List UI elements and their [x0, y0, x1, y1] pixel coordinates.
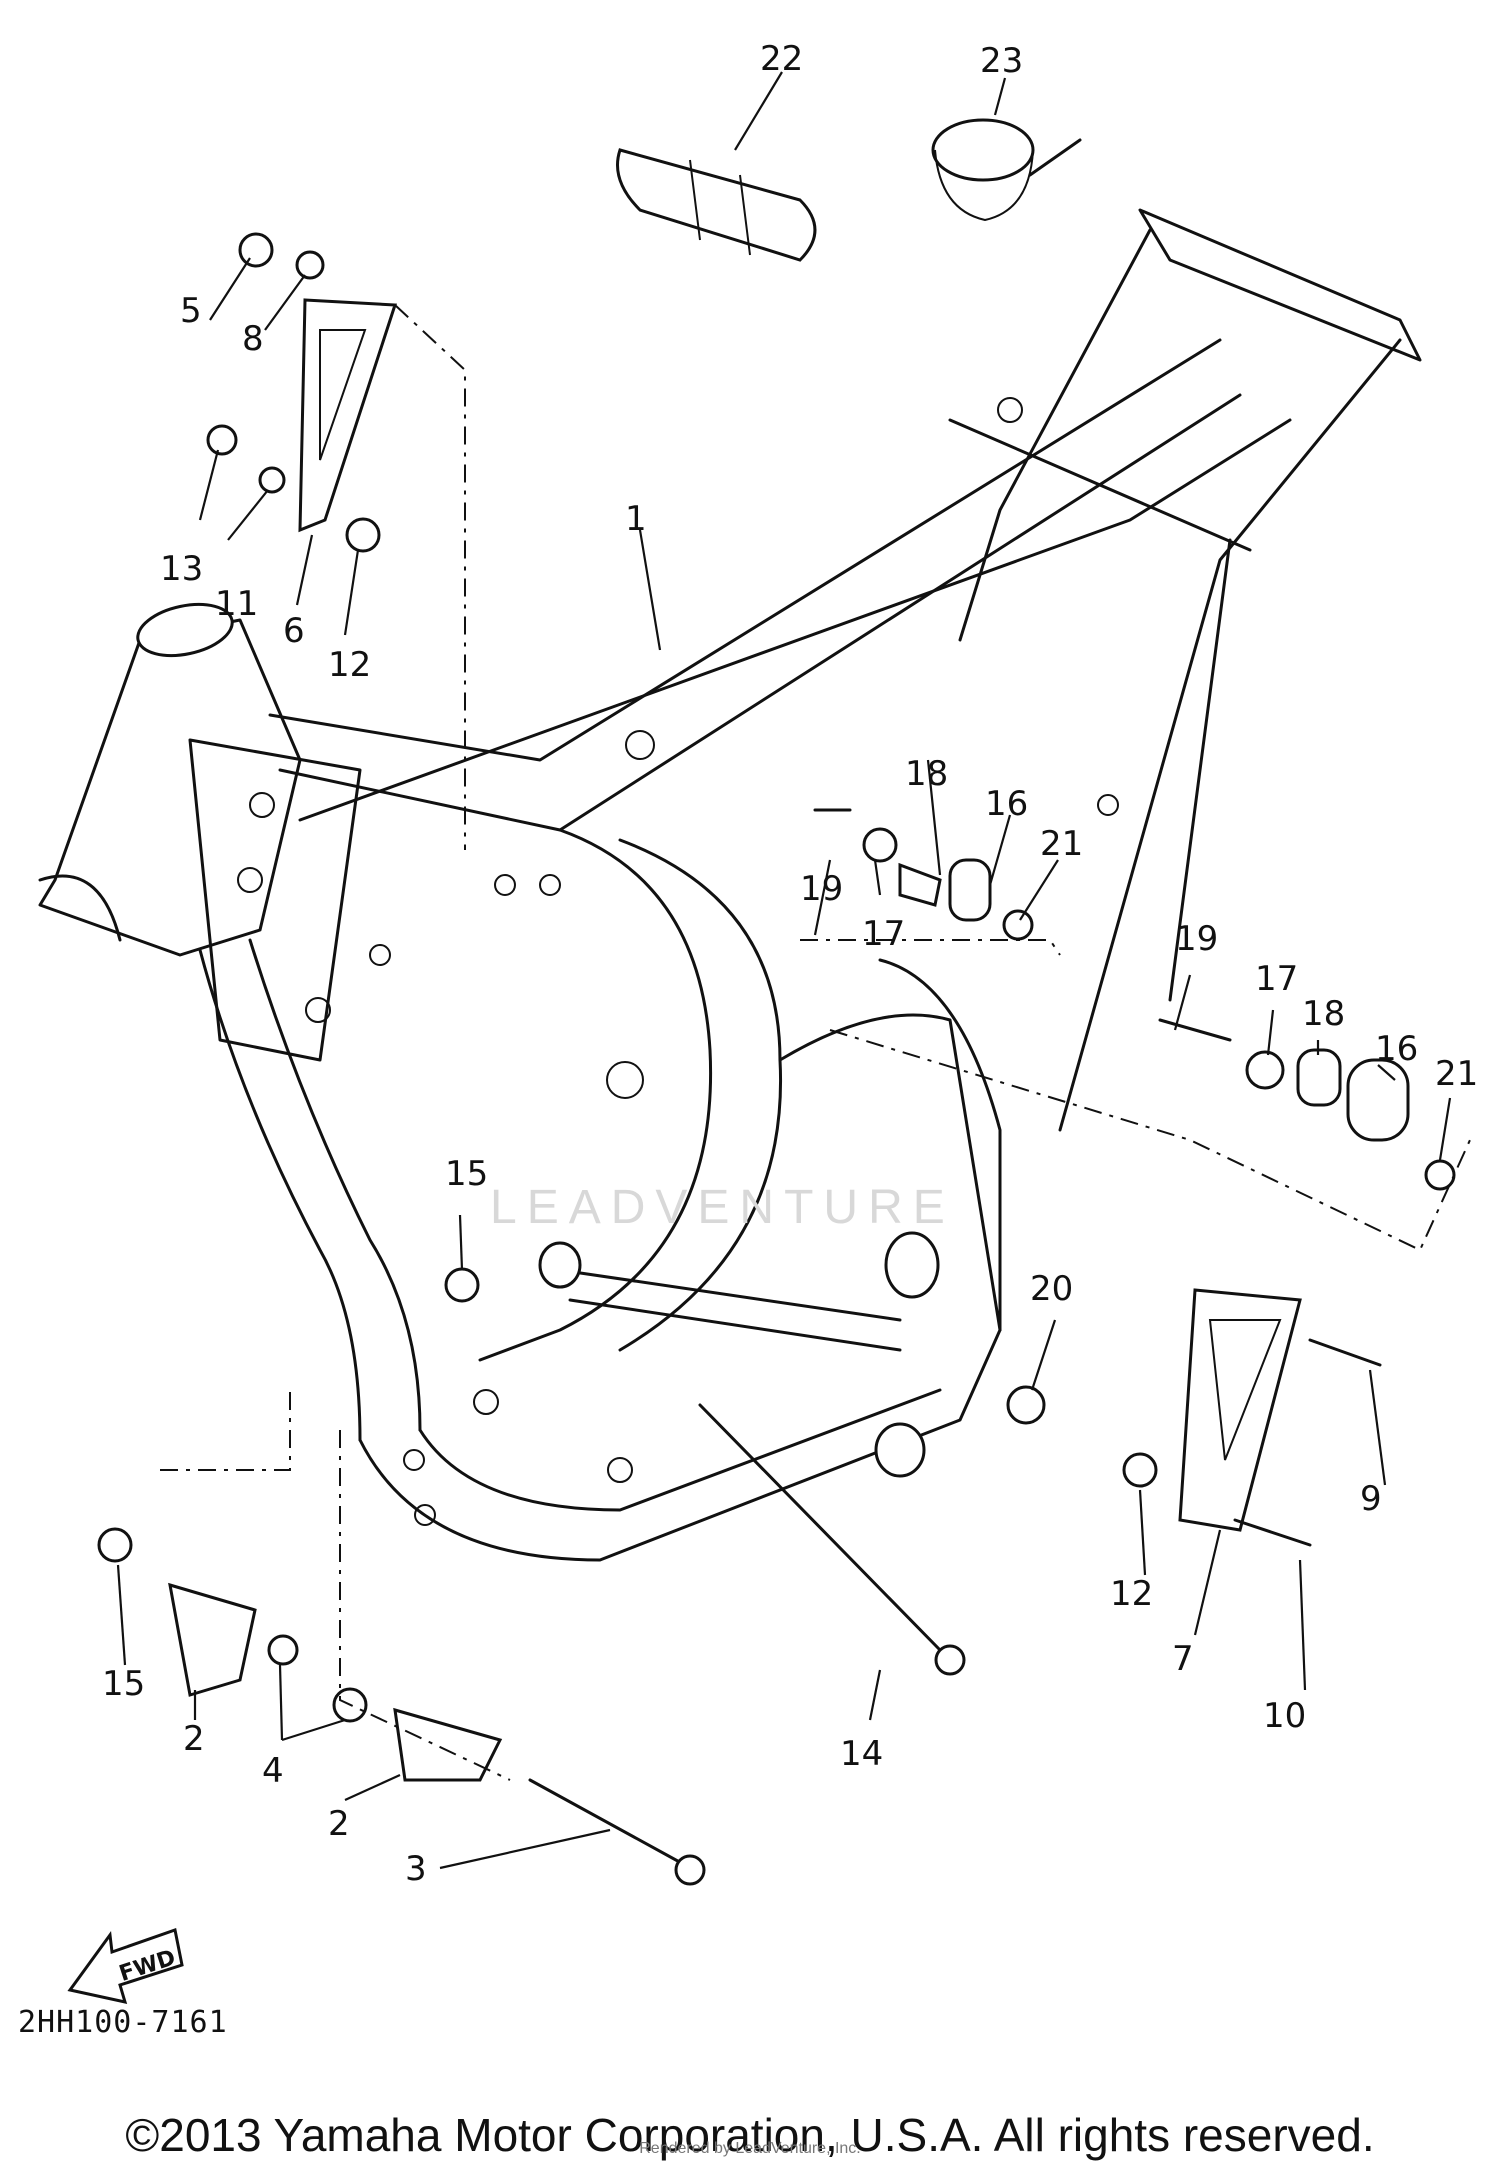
callout-16-lower: 16	[1375, 1029, 1418, 1069]
callout-1: 1	[625, 499, 647, 539]
callout-7: 9	[1360, 1479, 1382, 1519]
drawing-code: 2HH100-7161	[18, 2005, 228, 2040]
render-credit: Rendered by LeadVenture, Inc.	[639, 2140, 861, 2157]
callout-12-upper: 12	[328, 645, 371, 685]
callout-18-upper: 18	[905, 754, 948, 794]
callout-11: 11	[215, 584, 258, 624]
callout-3: 4	[262, 1751, 284, 1791]
callout-21-upper: 21	[1040, 824, 1083, 864]
part-23-speedometer-drive	[931, 118, 1082, 222]
callout-5: 7	[1172, 1639, 1194, 1679]
callout-9: 5	[180, 291, 202, 331]
engine-mount-lower-left	[97, 1267, 706, 1886]
callout-16-upper: 16	[985, 784, 1028, 824]
callout-2-right: 2	[328, 1804, 350, 1844]
callout-8: 8	[242, 319, 264, 359]
copyright-notice: ©2013 Yamaha Motor Corporation, U.S.A. A…	[125, 2109, 1375, 2161]
callout-10: 10	[1263, 1696, 1306, 1736]
callout-6: 6	[283, 611, 305, 651]
callout-17-lower: 17	[1255, 959, 1298, 999]
fwd-arrow-icon: FWD	[67, 1928, 184, 2005]
rear-shock-mount-upper	[800, 808, 1061, 956]
callout-20: 20	[1030, 1269, 1073, 1309]
callout-14: 14	[840, 1734, 883, 1774]
engine-mount-lower-right	[698, 1288, 1382, 1676]
part-22-cover	[616, 148, 817, 262]
callout-labels: 22 23 5 8 13 11 6 12 1 18 16 21 19 17 19…	[102, 39, 1478, 1889]
callout-21-lower: 21	[1435, 1054, 1478, 1094]
watermark-text: LEADVENTURE	[490, 1181, 955, 1234]
callout-2-left: 2	[183, 1719, 205, 1759]
callout-17-upper: 17	[862, 914, 905, 954]
callout-18-lower: 18	[1302, 994, 1345, 1034]
rear-shock-mount-lower	[829, 1018, 1471, 1252]
engine-mount-upper-left	[206, 232, 466, 850]
callout-15-lower: 15	[102, 1664, 145, 1704]
callout-23: 23	[980, 41, 1023, 81]
leader-lines	[116, 71, 1452, 1870]
callout-19-lower: 19	[1175, 919, 1218, 959]
callout-19-upper: 19	[800, 869, 843, 909]
callout-13: 13	[160, 549, 203, 589]
main-frame	[38, 208, 1422, 1562]
callout-12-lower: 12	[1110, 1574, 1153, 1614]
callout-4: 3	[405, 1849, 427, 1889]
callout-15-upper: 15	[445, 1154, 488, 1194]
callout-22: 22	[760, 39, 803, 79]
